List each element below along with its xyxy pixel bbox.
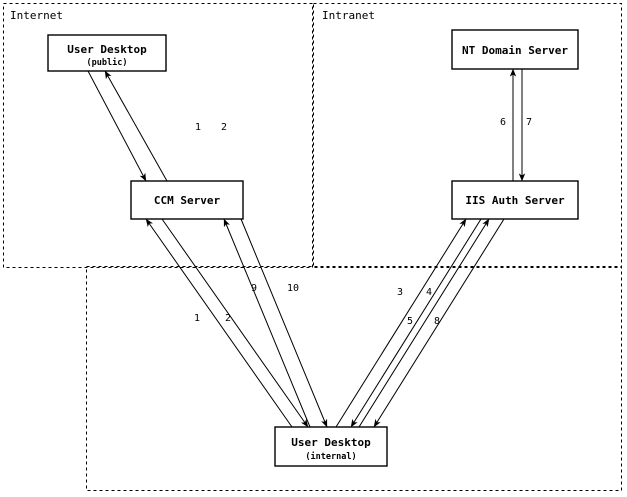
edge-2-public-label: 2: [221, 122, 227, 133]
node-iis-auth-server-title: IIS Auth Server: [465, 194, 565, 207]
zone-intranet: Intranet: [313, 3, 622, 268]
node-user-desktop-public-box[interactable]: [47, 34, 167, 72]
edge-2-public: 2: [104, 70, 227, 182]
edge-9-label: 9: [251, 283, 257, 294]
edge-8: 8: [373, 218, 505, 428]
edge-5-label: 5: [407, 316, 413, 327]
edge-3-label: 3: [397, 287, 403, 298]
node-user-desktop-internal-subtitle: (internal): [305, 451, 356, 462]
node-nt-domain-server-title: NT Domain Server: [462, 44, 568, 57]
node-nt-domain-server[interactable]: NT Domain Server: [451, 29, 579, 70]
node-user-desktop-public-subtitle: (public): [87, 57, 128, 68]
node-user-desktop-internal[interactable]: User Desktop (internal): [274, 426, 388, 467]
edge-10-label: 10: [287, 283, 299, 294]
edge-1-public-label: 1: [195, 122, 201, 133]
node-nt-domain-server-box[interactable]: [451, 29, 579, 70]
node-ccm-server-title: CCM Server: [154, 194, 221, 207]
edge-9: 9: [223, 218, 311, 428]
edge-6: 6: [500, 68, 517, 181]
edge-8-label: 8: [434, 316, 440, 327]
edge-1-internal: 1: [145, 218, 293, 428]
zone-internet: Internet: [3, 3, 313, 268]
edge-1-internal-label: 1: [194, 313, 200, 324]
edge-1-public: 1: [87, 70, 201, 182]
edge-10: 10: [240, 218, 328, 428]
node-ccm-server-box[interactable]: [130, 180, 244, 220]
node-user-desktop-public-title: User Desktop: [67, 43, 147, 56]
node-user-desktop-internal-box[interactable]: [274, 426, 388, 467]
zone-internal-lan: [86, 266, 622, 491]
node-user-desktop-internal-title: User Desktop: [291, 436, 371, 449]
edge-5: 5: [358, 218, 490, 428]
edge-2-internal: 2: [161, 218, 309, 428]
node-ccm-server[interactable]: CCM Server: [130, 180, 244, 220]
edge-4: 4: [350, 218, 482, 428]
node-iis-auth-server[interactable]: IIS Auth Server: [451, 180, 579, 220]
zone-internet-border: [3, 3, 313, 268]
edge-3: 3: [335, 218, 467, 428]
node-user-desktop-public[interactable]: User Desktop (public): [47, 34, 167, 72]
edge-2-internal-label: 2: [225, 313, 231, 324]
edge-7: 7: [518, 69, 532, 182]
zone-internet-label: Internet: [10, 9, 63, 22]
edge-7-label: 7: [526, 117, 532, 128]
edge-6-label: 6: [500, 117, 506, 128]
edge-4-label: 4: [426, 287, 432, 298]
node-iis-auth-server-box[interactable]: [451, 180, 579, 220]
zone-intranet-border: [313, 3, 622, 268]
zone-intranet-label: Intranet: [322, 9, 375, 22]
zone-internal-lan-border: [86, 266, 622, 491]
